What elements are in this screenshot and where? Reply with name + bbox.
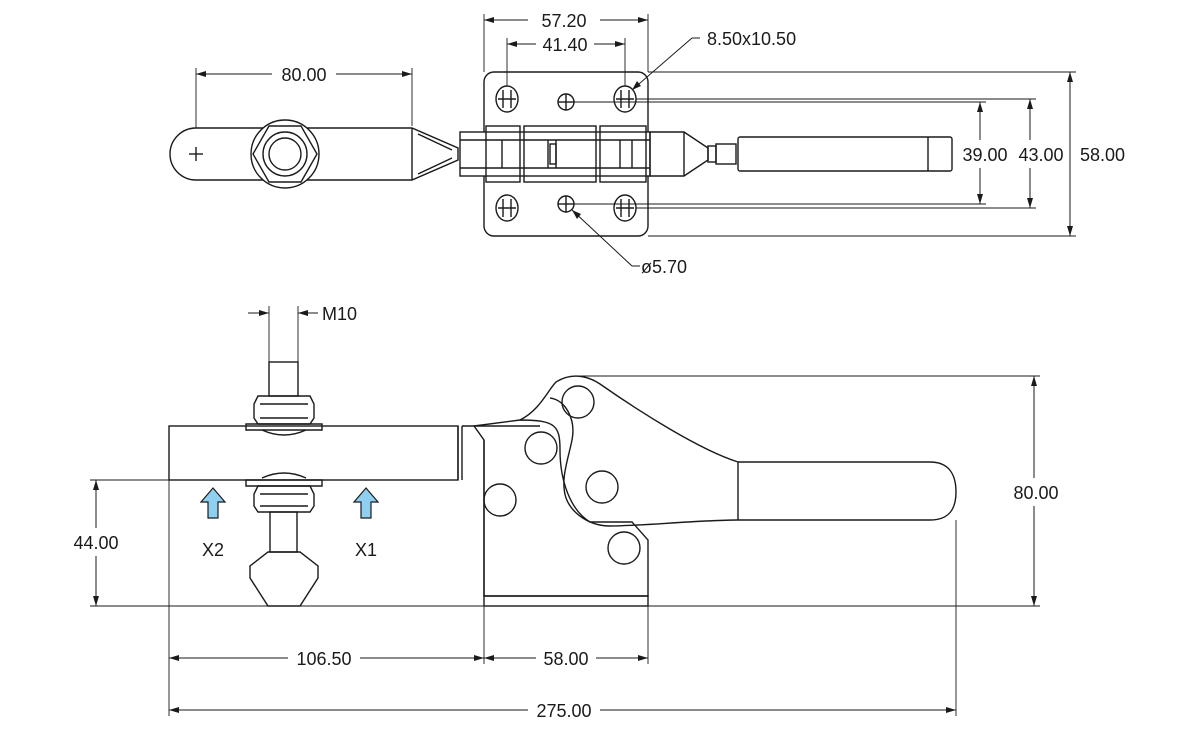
pivot-base-left [483,483,517,517]
hex-nut-top [250,119,320,189]
dim-slot-size: 8.50x10.50 [707,29,796,49]
dim-39: 39.00 [962,145,1007,165]
top-view: 57.20 41.40 8.50x10.50 80.00 39.00 [169,11,1125,277]
pivot-base-right [607,531,641,565]
force-arrow-x1: X1 [352,487,380,560]
force-label-x2: X2 [202,540,224,560]
dim-hole-dia: ø5.70 [641,257,687,277]
spindle-lower [245,472,323,607]
mounting-slot-top-left [495,85,519,113]
dim-58-depth: 58.00 [1080,145,1125,165]
clamp-arm-top-view [169,119,459,189]
base-plate-side [483,595,649,607]
mounting-slot-bottom-right [613,194,637,222]
dim-57-20: 57.20 [541,11,586,31]
pivot-top [561,385,595,419]
dim-43: 43.00 [1018,145,1063,165]
dim-thread: M10 [322,304,357,324]
mounting-slot-bottom-left [495,194,519,222]
pivot-arm [524,431,558,465]
small-hole-bottom [557,195,575,213]
force-arrow-x2: X2 [199,487,227,560]
dim-106-50: 106.50 [296,649,351,669]
dim-80-height: 80.00 [1013,483,1058,503]
dim-58-base: 58.00 [543,649,588,669]
force-label-x1: X1 [355,540,377,560]
handle-top-view [649,131,953,177]
small-hole-top [557,93,575,111]
clamp-arm-side [168,425,459,481]
dim-275: 275.00 [536,701,591,721]
dim-41-40: 41.40 [542,35,587,55]
pivot-handle [585,470,619,504]
side-view: M10 [73,304,1058,721]
spindle-side-view [245,361,323,436]
dim-arm-80: 80.00 [281,65,326,85]
clamp-body-side [473,419,649,597]
linkage-top-view [459,125,651,183]
dim-44: 44.00 [73,533,118,553]
handle-lever-side [519,375,957,527]
